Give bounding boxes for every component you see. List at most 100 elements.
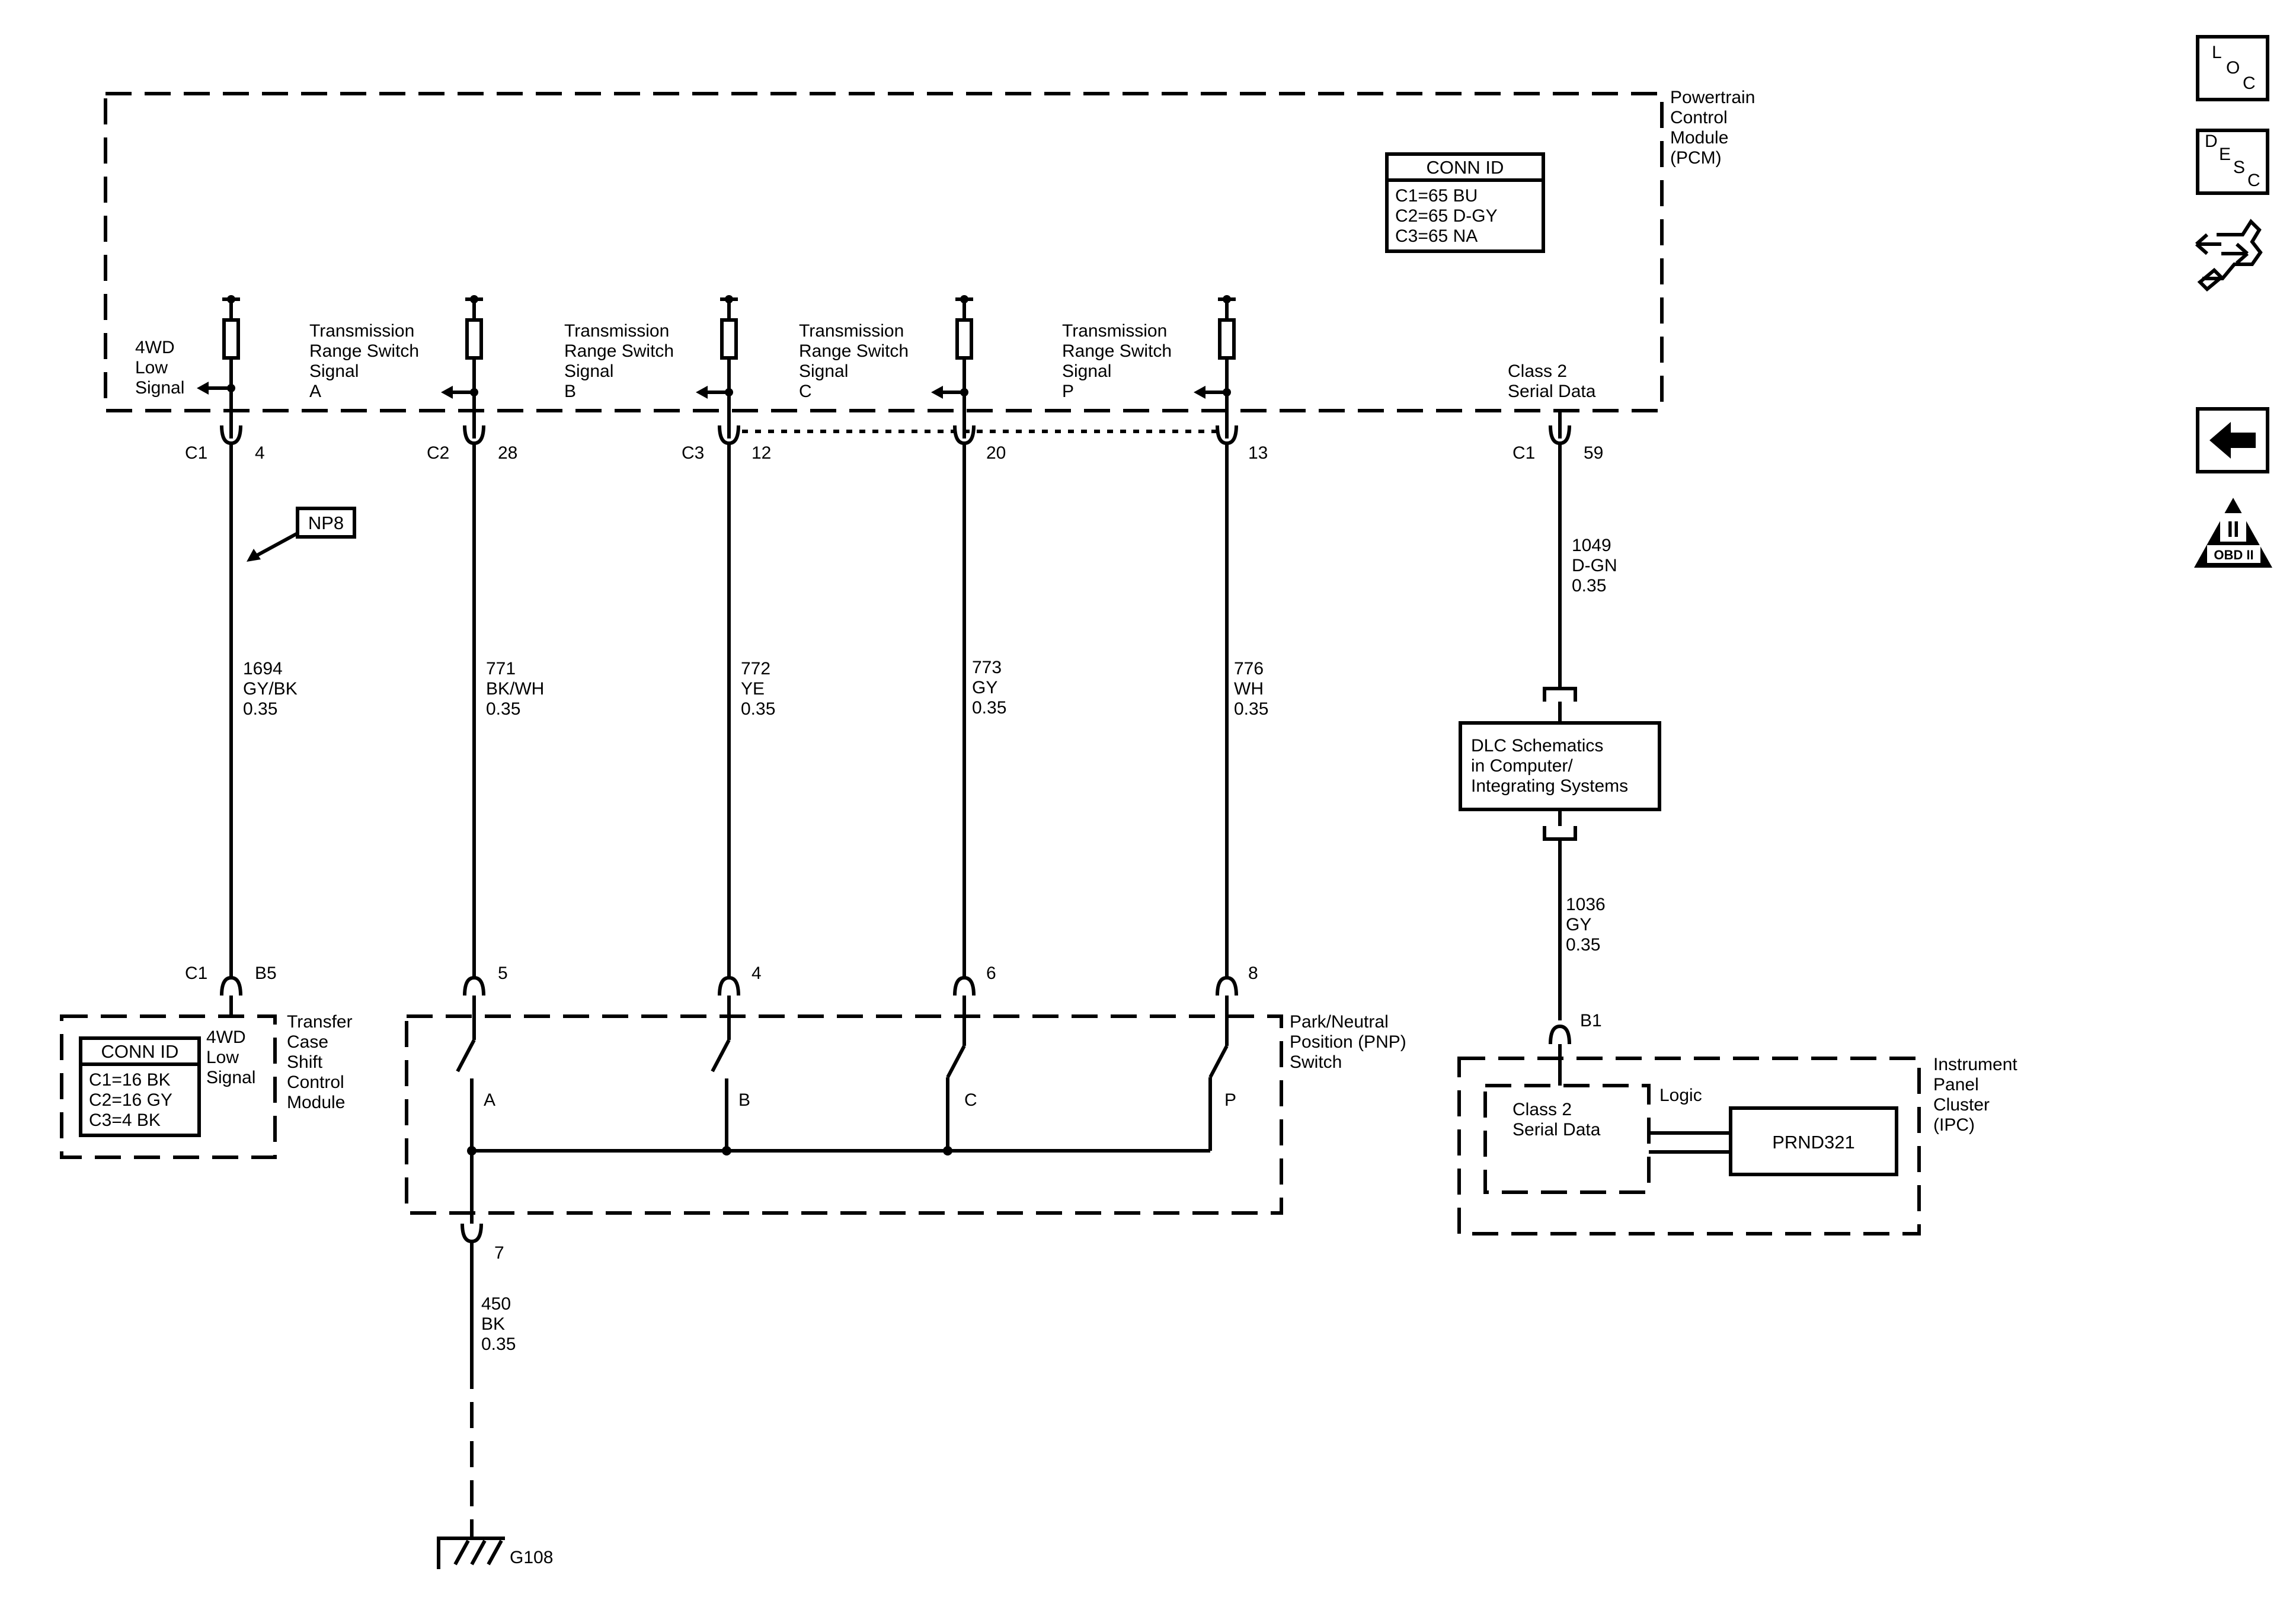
dlc-line-1: DLC Schematics (1471, 736, 1603, 756)
pcm-signal-b-line-1: Transmission (564, 321, 669, 341)
pcm-signal-4wd: 4WD Low Signal (135, 295, 240, 438)
wire-1694-size: 0.35 (243, 699, 277, 719)
tcm-conn-id-2: C2=16 GY (89, 1090, 172, 1110)
wire-1694: 1694 GY/BK 0.35 (229, 443, 298, 978)
ground-label: G108 (510, 1548, 553, 1567)
pcm-pin-a-num: 28 (498, 443, 517, 463)
connector-end-view-icon[interactable] (2195, 219, 2263, 292)
pnp-switch-label-p: P (1224, 1090, 1236, 1110)
ipc-title-line-1: Instrument (1933, 1055, 2017, 1074)
tcm-title-line-4: Control (287, 1073, 344, 1092)
loc-letter-c: C (2243, 73, 2256, 93)
pnp-title-line-1: Park/Neutral (1290, 1012, 1389, 1032)
tcm-conn-id-1: C1=16 BK (89, 1070, 171, 1090)
loc-icon[interactable]: L O C (2196, 35, 2269, 101)
wire-772: 772 YE 0.35 (727, 443, 775, 978)
pcm-signal-p-line-2: Range Switch (1062, 341, 1172, 361)
pcm-signal-p-line-1: Transmission (1062, 321, 1167, 341)
tcm-title-line-2: Case (287, 1032, 328, 1052)
pcm-pin-b-conn: C3 (682, 443, 704, 463)
wire-776: 776 WH 0.35 (1225, 443, 1268, 978)
pcm-signal-c-line-4: C (799, 382, 812, 401)
pcm-conn-id-3: C3=65 NA (1395, 226, 1478, 246)
pnp-title-line-2: Position (PNP) (1290, 1032, 1406, 1052)
wire-450-color: BK (481, 1314, 505, 1334)
ground-g108-symbol: G108 (437, 1537, 553, 1569)
desc-letter-e: E (2219, 145, 2231, 164)
pcm-conn-id-table: CONN ID C1=65 BU C2=65 D-GY C3=65 NA (1385, 152, 1545, 253)
pcm-signal-b: Transmission Range Switch Signal B (564, 295, 738, 438)
pcm-signal-p-line-4: P (1062, 382, 1074, 401)
wire-1036: 1036 GY 0.35 (1543, 809, 1606, 1020)
pnp-boundary (405, 1014, 1283, 1215)
pcm-title-line-2: Control (1670, 108, 1728, 127)
pcm-signal-c-line-3: Signal (799, 361, 848, 381)
pnp-pin-b: 4 (752, 964, 762, 983)
pcm-pin-4wd-num: 4 (255, 443, 265, 463)
pcm-signal-b-line-2: Range Switch (564, 341, 674, 361)
prnd321-display (1729, 1106, 1898, 1176)
pcm-pin-p-num: 13 (1248, 443, 1268, 463)
wire-773: 773 GY 0.35 (962, 443, 1006, 978)
tcm-conn-id-3: C3=4 BK (89, 1110, 161, 1130)
obd-ii-icon[interactable]: II OBD II (2194, 498, 2272, 568)
wire-772-size: 0.35 (741, 699, 775, 719)
tcm-pin: B5 (255, 964, 277, 983)
pnp-switch: Park/Neutral Position (PNP) Switch 5 4 6… (405, 964, 1406, 1263)
back-arrow-icon[interactable] (2196, 407, 2269, 473)
tcm-conn: C1 (185, 964, 207, 983)
np8-callout: NP8 (247, 507, 356, 562)
pcm-signal-class2: Class 2 Serial Data (1508, 361, 1596, 438)
pcm-signal-a-line-4: A (309, 382, 321, 401)
wire-1036-color: GY (1566, 915, 1591, 934)
tcm-conn-id-table: CONN ID C1=16 BK C2=16 GY C3=4 BK (79, 1036, 201, 1137)
wire-1036-size: 0.35 (1566, 935, 1600, 955)
desc-letter-s: S (2233, 158, 2245, 177)
pnp-contact-b: B (711, 996, 750, 1156)
pcm-signal-p: Transmission Range Switch Signal P (1062, 295, 1236, 438)
desc-icon[interactable]: D E S C (2196, 129, 2269, 195)
wire-771-circuit: 771 (486, 659, 516, 678)
ipc-title-line-4: (IPC) (1933, 1115, 1975, 1135)
wire-771: 771 BK/WH 0.35 (472, 443, 544, 978)
pcm-signal-c-line-1: Transmission (799, 321, 904, 341)
ipc-title-line-2: Panel (1933, 1075, 1979, 1094)
wire-771-color: BK/WH (486, 679, 544, 699)
pcm-signal-a: Transmission Range Switch Signal A (309, 295, 483, 438)
wire-773-color: GY (972, 678, 997, 697)
ipc-module: B1 Instrument Panel Cluster (IPC) Class … (1457, 1011, 2017, 1235)
wire-776-color: WH (1234, 679, 1264, 699)
ipc-class2-line-2: Serial Data (1512, 1120, 1601, 1140)
loc-letter-l: L (2212, 43, 2222, 62)
pcm-pin-b-num: 12 (752, 443, 771, 463)
pcm-pin-c-num: 20 (986, 443, 1006, 463)
transfer-case-module: C1 B5 4WD Low Signal CONN ID C1=16 BK C2… (60, 964, 353, 1159)
tcm-title-line-1: Transfer (287, 1012, 353, 1032)
tcm-signal-line-1: 4WD (206, 1028, 246, 1047)
wire-1049-circuit: 1049 (1572, 536, 1611, 555)
pnp-pin-p: 8 (1248, 964, 1258, 983)
pcm-class2-line-1: Class 2 (1508, 361, 1567, 381)
tcm-title-line-5: Module (287, 1093, 345, 1112)
tcm-boundary (60, 1014, 277, 1159)
dlc-schematics-box[interactable]: DLC Schematics in Computer/ Integrating … (1459, 721, 1661, 811)
dlc-line-2: in Computer/ (1471, 756, 1573, 776)
wire-1036-circuit: 1036 (1566, 895, 1606, 914)
pnp-contact-a: A (456, 996, 495, 1151)
ipc-class2-block (1483, 1084, 1651, 1194)
np8-label: NP8 (308, 513, 344, 533)
ipc-boundary (1457, 1057, 1921, 1235)
ipc-logic-label: Logic (1659, 1086, 1702, 1105)
wire-773-circuit: 773 (972, 658, 1002, 677)
pcm-signal-c-line-2: Range Switch (799, 341, 909, 361)
dlc-line-3: Integrating Systems (1471, 776, 1628, 796)
wire-772-circuit: 772 (741, 659, 770, 678)
ipc-title-line-3: Cluster (1933, 1095, 1990, 1115)
obd-label: OBD II (2214, 548, 2253, 562)
pcm-title-line-1: Powertrain (1670, 88, 1755, 107)
pcm-class2-line-2: Serial Data (1508, 382, 1596, 401)
wire-771-size: 0.35 (486, 699, 520, 719)
pnp-ground-pin: 7 (494, 1243, 504, 1263)
ipc-class2-line-1: Class 2 (1512, 1100, 1572, 1119)
pcm-signal-b-line-4: B (564, 382, 576, 401)
